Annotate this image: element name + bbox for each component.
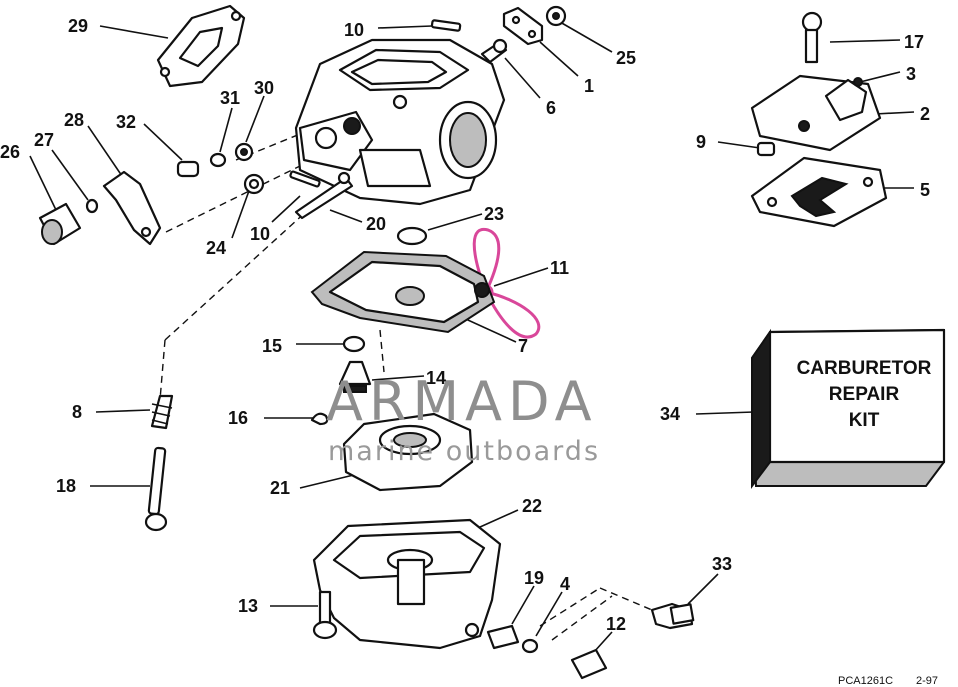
figure-code: PCA1261C	[838, 675, 893, 687]
callout-15: 15	[262, 336, 282, 356]
callout-7: 7	[518, 336, 528, 356]
kit-label-line2: REPAIR	[829, 384, 900, 405]
spring-8	[150, 394, 174, 430]
kit-label-line3: KIT	[849, 410, 880, 431]
callout-27: 27	[34, 130, 54, 150]
callout-22: 22	[522, 496, 542, 516]
callout-24: 24	[206, 238, 226, 258]
screw-32	[176, 160, 200, 178]
float-21	[342, 412, 474, 492]
callout-33: 33	[712, 554, 732, 574]
callout-11: 11	[550, 258, 569, 278]
pin-10-left	[289, 170, 321, 188]
gasket-5	[750, 156, 888, 228]
callout-2: 2	[920, 104, 930, 124]
kit-label-line1: CARBURETOR	[797, 358, 932, 379]
callout-21: 21	[270, 478, 290, 498]
screw-9	[756, 141, 776, 157]
callout-20: 20	[366, 214, 386, 234]
callout-13: 13	[238, 596, 258, 616]
clip-16	[310, 412, 329, 426]
lockwasher-30	[234, 142, 254, 162]
callout-1: 1	[584, 76, 594, 96]
watermark-tagline: marine outboards	[328, 436, 600, 467]
callout-10-left: 10	[250, 224, 270, 244]
washer-31	[209, 152, 227, 168]
plate-1	[502, 6, 544, 46]
callout-9: 9	[696, 132, 706, 152]
callout-10-top: 10	[344, 20, 364, 40]
needle-valve-14	[338, 360, 372, 393]
fitting-33	[650, 602, 695, 630]
callout-23: 23	[484, 204, 504, 224]
carburetor-body	[294, 38, 506, 206]
nut-24	[243, 173, 265, 195]
callout-3: 3	[906, 64, 916, 84]
washer-4	[521, 638, 539, 654]
callout-4: 4	[560, 574, 570, 594]
plug-23	[396, 226, 428, 246]
callout-29: 29	[68, 16, 88, 36]
callout-30: 30	[254, 78, 274, 98]
callout-19: 19	[524, 568, 544, 588]
callout-26: 26	[0, 142, 20, 162]
gasket-29	[156, 4, 246, 88]
float-bowl-22	[312, 518, 502, 650]
callout-18: 18	[56, 476, 76, 496]
callout-32: 32	[116, 112, 136, 132]
callout-34: 34	[660, 404, 680, 424]
lever-28	[102, 170, 162, 246]
callout-25: 25	[616, 48, 636, 68]
callout-14: 14	[426, 368, 446, 388]
callout-labels: 29 10 25 1 6 17 3 2 9 5 31 30 32 28 27 2…	[0, 16, 930, 634]
watermark-brand: ARMADA	[326, 370, 598, 433]
callout-6: 6	[546, 98, 556, 118]
pin-10-top	[430, 19, 462, 32]
washer-27	[85, 198, 99, 214]
callout-31: 31	[220, 88, 240, 108]
screw-6	[480, 38, 508, 64]
shaft-20	[294, 171, 354, 220]
callout-5: 5	[920, 180, 930, 200]
callout-12: 12	[606, 614, 626, 634]
screw-13	[312, 590, 338, 640]
screw-25	[545, 5, 567, 27]
repair-kit-box: CARBURETOR REPAIR KIT	[750, 328, 946, 489]
callout-17: 17	[904, 32, 924, 52]
screw-18	[144, 446, 168, 532]
plug-12	[570, 648, 608, 680]
screw-17	[801, 11, 823, 64]
callout-8: 8	[72, 402, 82, 422]
bushing-26	[38, 202, 82, 246]
gasket-11	[310, 250, 496, 334]
jet-19	[486, 624, 520, 650]
washer-15	[342, 335, 366, 353]
cover-2	[750, 74, 882, 152]
callout-28: 28	[64, 110, 84, 130]
figure-date: 2-97	[916, 675, 938, 687]
callout-16: 16	[228, 408, 248, 428]
